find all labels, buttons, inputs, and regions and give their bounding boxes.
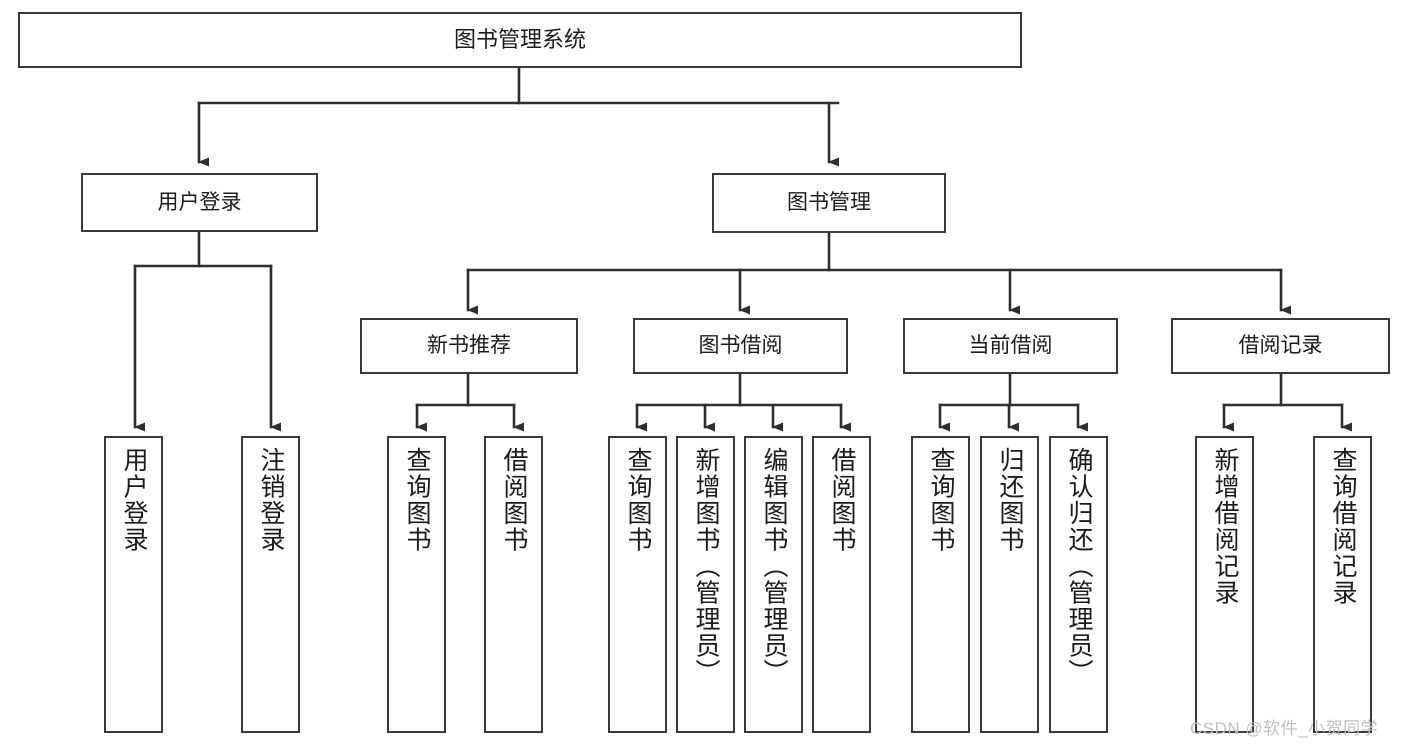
leaf-edit-book[interactable]: 编辑图书（管理员） [744,436,803,733]
leaf-user-logout-label: 注销登录 [257,447,285,553]
node-book-borrow[interactable]: 图书借阅 [633,318,848,374]
leaf-add-record-label: 新增借阅记录 [1211,447,1239,606]
leaf-user-login[interactable]: 用户登录 [104,436,163,733]
leaf-edit-book-label: 编辑图书（管理员） [760,447,788,686]
leaf-add-book-label: 新增图书（管理员） [692,447,720,686]
node-new-book-rec-label: 新书推荐 [427,334,511,358]
node-root[interactable]: 图书管理系统 [18,12,1022,68]
leaf-borrow-book-2[interactable]: 借阅图书 [812,436,871,733]
leaf-query-record-label: 查询借阅记录 [1329,447,1357,606]
leaf-borrow-book-2-label: 借阅图书 [828,447,856,553]
leaf-query-book-2-label: 查询图书 [624,447,652,553]
leaf-query-book-1-label: 查询图书 [403,447,431,553]
node-borrow-record[interactable]: 借阅记录 [1171,318,1390,374]
node-user-login[interactable]: 用户登录 [81,173,318,232]
watermark: CSDN @软件_小贺同学 [1190,719,1379,738]
leaf-borrow-book-1[interactable]: 借阅图书 [484,436,543,733]
node-book-manage[interactable]: 图书管理 [712,173,946,233]
node-root-label: 图书管理系统 [453,27,586,53]
leaf-query-book-3-label: 查询图书 [927,447,955,553]
node-book-manage-label: 图书管理 [787,191,871,215]
leaf-borrow-book-1-label: 借阅图书 [500,447,528,553]
leaf-query-book-2[interactable]: 查询图书 [608,436,667,733]
node-user-login-label: 用户登录 [157,190,242,214]
leaf-confirm-return[interactable]: 确认归还（管理员） [1049,436,1108,733]
node-new-book-rec[interactable]: 新书推荐 [360,318,578,374]
leaf-return-book-label: 归还图书 [996,447,1024,553]
node-book-borrow-label: 图书借阅 [698,334,783,358]
node-current-borrow-label: 当前借阅 [968,334,1053,358]
leaf-add-book[interactable]: 新增图书（管理员） [676,436,735,733]
leaf-confirm-return-label: 确认归还（管理员） [1065,447,1093,686]
leaf-query-book-3[interactable]: 查询图书 [911,436,970,733]
leaf-user-logout[interactable]: 注销登录 [241,436,300,733]
node-borrow-record-label: 借阅记录 [1238,334,1323,358]
leaf-user-login-label: 用户登录 [120,447,148,553]
node-current-borrow[interactable]: 当前借阅 [903,318,1118,374]
leaf-query-record[interactable]: 查询借阅记录 [1313,436,1372,733]
leaf-return-book[interactable]: 归还图书 [980,436,1039,733]
leaf-add-record[interactable]: 新增借阅记录 [1195,436,1254,733]
leaf-query-book-1[interactable]: 查询图书 [387,436,446,733]
